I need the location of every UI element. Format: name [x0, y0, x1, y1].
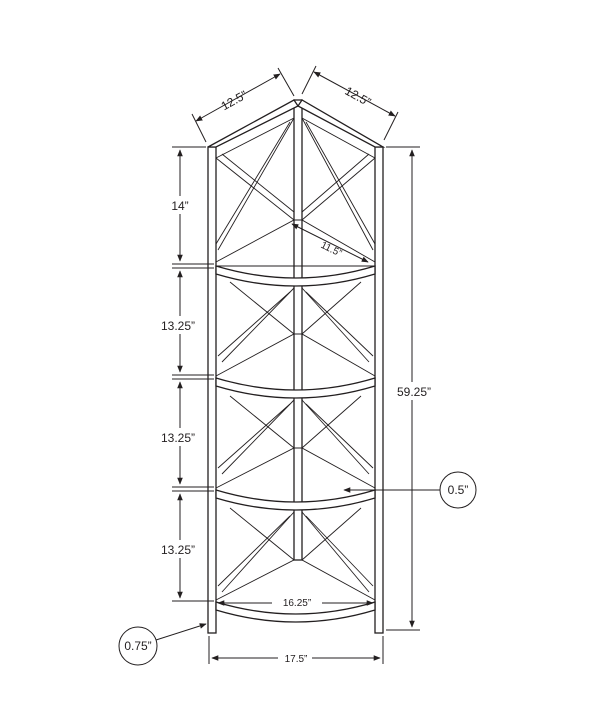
dim-overall-width: 17.5”: [208, 636, 384, 665]
dim-shelf-thickness: 0.5”: [343, 471, 477, 509]
shelf-thickness-label: 0.5”: [448, 483, 469, 497]
dim-top-shelf-radius: 11.5”: [291, 223, 369, 263]
leg-thickness-label: 0.75”: [124, 639, 151, 653]
x-brace-section-4: [217, 507, 374, 593]
right-post: [374, 146, 384, 634]
depth-right-label: 12.5”: [343, 84, 374, 110]
shelf-2: [215, 333, 376, 399]
section-3-label: 13.25”: [161, 431, 195, 445]
top-beam-right: [297, 99, 386, 148]
left-post: [207, 146, 217, 634]
top-shelf-radius-label: 11.5”: [319, 240, 344, 260]
leg-thickness-callout: [118, 626, 158, 666]
top-section-label: 14”: [171, 199, 188, 213]
depth-left-label: 12.5”: [219, 88, 250, 114]
dim-sections: 14” 13.25” 13.25” 13.25”: [150, 146, 214, 602]
shelf-thickness-callout: [439, 471, 477, 509]
shelf-bottom: [215, 559, 376, 623]
x-brace-section-2: [217, 281, 374, 363]
shelf-3: [215, 447, 376, 511]
center-post: [293, 99, 303, 561]
total-height-label: 59.25”: [397, 385, 431, 399]
dim-leg-thickness: 0.75”: [118, 623, 207, 666]
section-4-label: 13.25”: [161, 543, 195, 557]
overall-width-label: 17.5”: [285, 654, 308, 665]
x-brace-section-3: [217, 395, 374, 475]
section-2-label: 13.25”: [161, 319, 195, 333]
dim-bottom-shelf-width: 16.25”: [217, 596, 374, 609]
dim-depth-right: 12.5”: [301, 65, 399, 141]
corner-shelf-frame: [207, 99, 386, 634]
bottom-shelf-width-label: 16.25”: [283, 598, 311, 609]
dim-total-height: 59.25”: [386, 146, 438, 631]
